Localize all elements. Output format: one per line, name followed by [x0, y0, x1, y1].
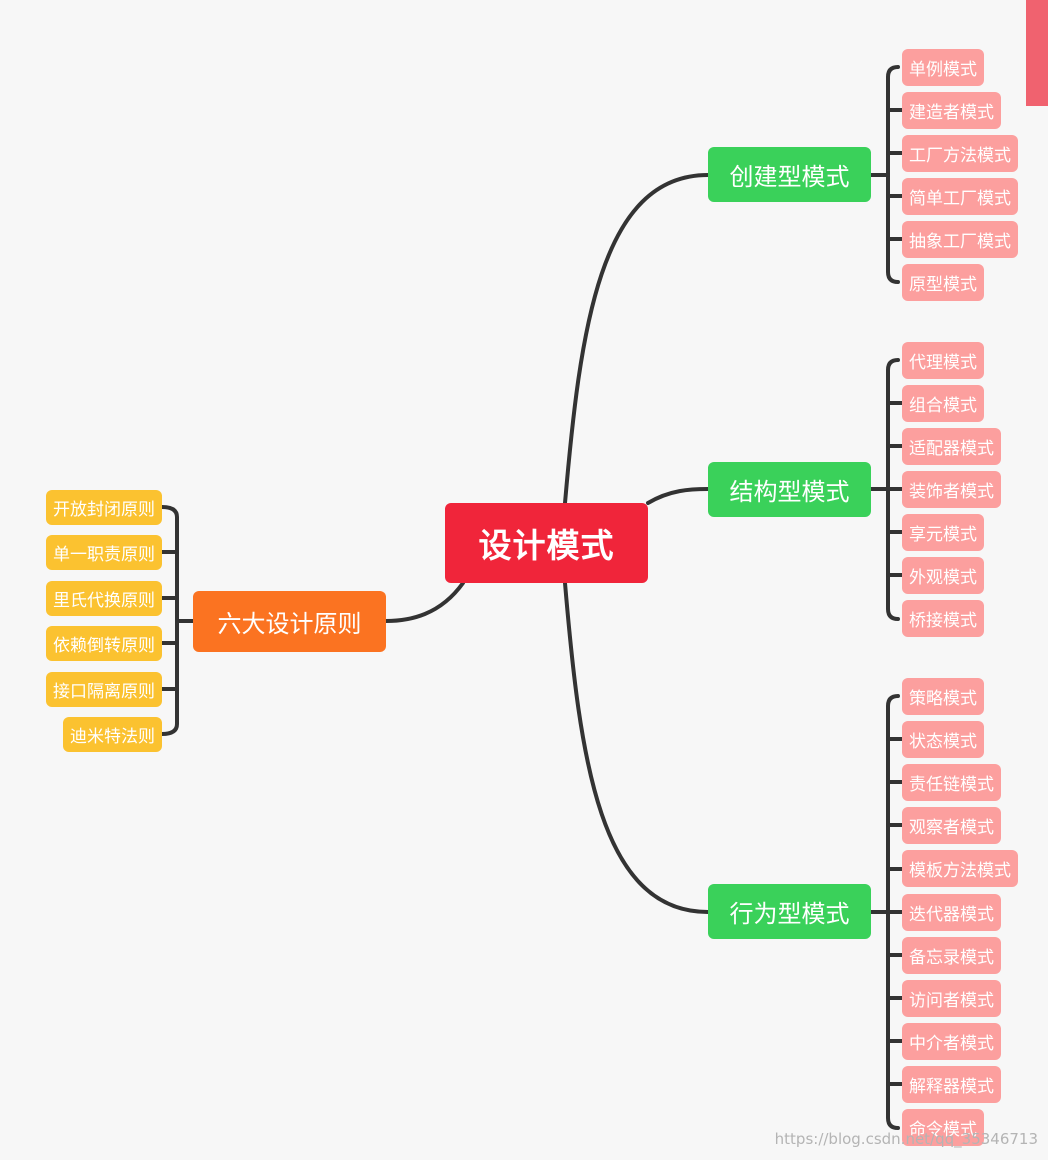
leaf-prototype[interactable]: 原型模式 [902, 264, 984, 301]
leaf-composite[interactable]: 组合模式 [902, 385, 984, 422]
bracket-principles [160, 505, 179, 736]
leaf-command[interactable]: 命令模式 [902, 1109, 984, 1146]
leaf-flyweight[interactable]: 享元模式 [902, 514, 984, 551]
leaf-singleton[interactable]: 单例模式 [902, 49, 984, 86]
leaf-observer[interactable]: 观察者模式 [902, 807, 1001, 844]
link-root-creational [563, 173, 710, 505]
leaf-open-closed[interactable]: 开放封闭原则 [46, 490, 162, 525]
leaf-memento[interactable]: 备忘录模式 [902, 937, 1001, 974]
leaf-single-responsibility[interactable]: 单一职责原则 [46, 535, 162, 570]
category-structural[interactable]: 结构型模式 [708, 462, 871, 517]
leaf-simple-factory[interactable]: 简单工厂模式 [902, 178, 1018, 215]
leaf-visitor[interactable]: 访问者模式 [902, 980, 1001, 1017]
leaf-law-of-demeter[interactable]: 迪米特法则 [63, 717, 162, 752]
leaf-facade[interactable]: 外观模式 [902, 557, 984, 594]
leaf-state[interactable]: 状态模式 [902, 721, 984, 758]
leaf-factory-method[interactable]: 工厂方法模式 [902, 135, 1018, 172]
leaf-chain-of-resp[interactable]: 责任链模式 [902, 764, 1001, 801]
link-root-principles [384, 581, 465, 623]
root-node-design-patterns[interactable]: 设计模式 [445, 503, 648, 583]
leaf-bridge[interactable]: 桥接模式 [902, 600, 984, 637]
link-root-structural [646, 487, 710, 505]
leaf-strategy[interactable]: 策略模式 [902, 678, 984, 715]
corner-tab[interactable] [1026, 0, 1048, 106]
leaf-iterator[interactable]: 迭代器模式 [902, 894, 1001, 931]
category-creational[interactable]: 创建型模式 [708, 147, 871, 202]
leaf-mediator[interactable]: 中介者模式 [902, 1023, 1001, 1060]
leaf-liskov-substitution[interactable]: 里氏代换原则 [46, 581, 162, 616]
leaf-interpreter[interactable]: 解释器模式 [902, 1066, 1001, 1103]
leaf-proxy[interactable]: 代理模式 [902, 342, 984, 379]
leaf-abstract-factory[interactable]: 抽象工厂模式 [902, 221, 1018, 258]
category-principles[interactable]: 六大设计原则 [193, 591, 386, 652]
leaf-interface-segregation[interactable]: 接口隔离原则 [46, 672, 162, 707]
leaf-template-method[interactable]: 模板方法模式 [902, 850, 1018, 887]
leaf-decorator[interactable]: 装饰者模式 [902, 471, 1001, 508]
category-behavioral[interactable]: 行为型模式 [708, 884, 871, 939]
leaf-builder[interactable]: 建造者模式 [902, 92, 1001, 129]
link-root-behavioral [563, 581, 710, 914]
leaf-adapter[interactable]: 适配器模式 [902, 428, 1001, 465]
watermark-text: https://blog.csdn.net/qq_35346713 [774, 1130, 1038, 1148]
leaf-dependency-inversion[interactable]: 依赖倒转原则 [46, 626, 162, 661]
